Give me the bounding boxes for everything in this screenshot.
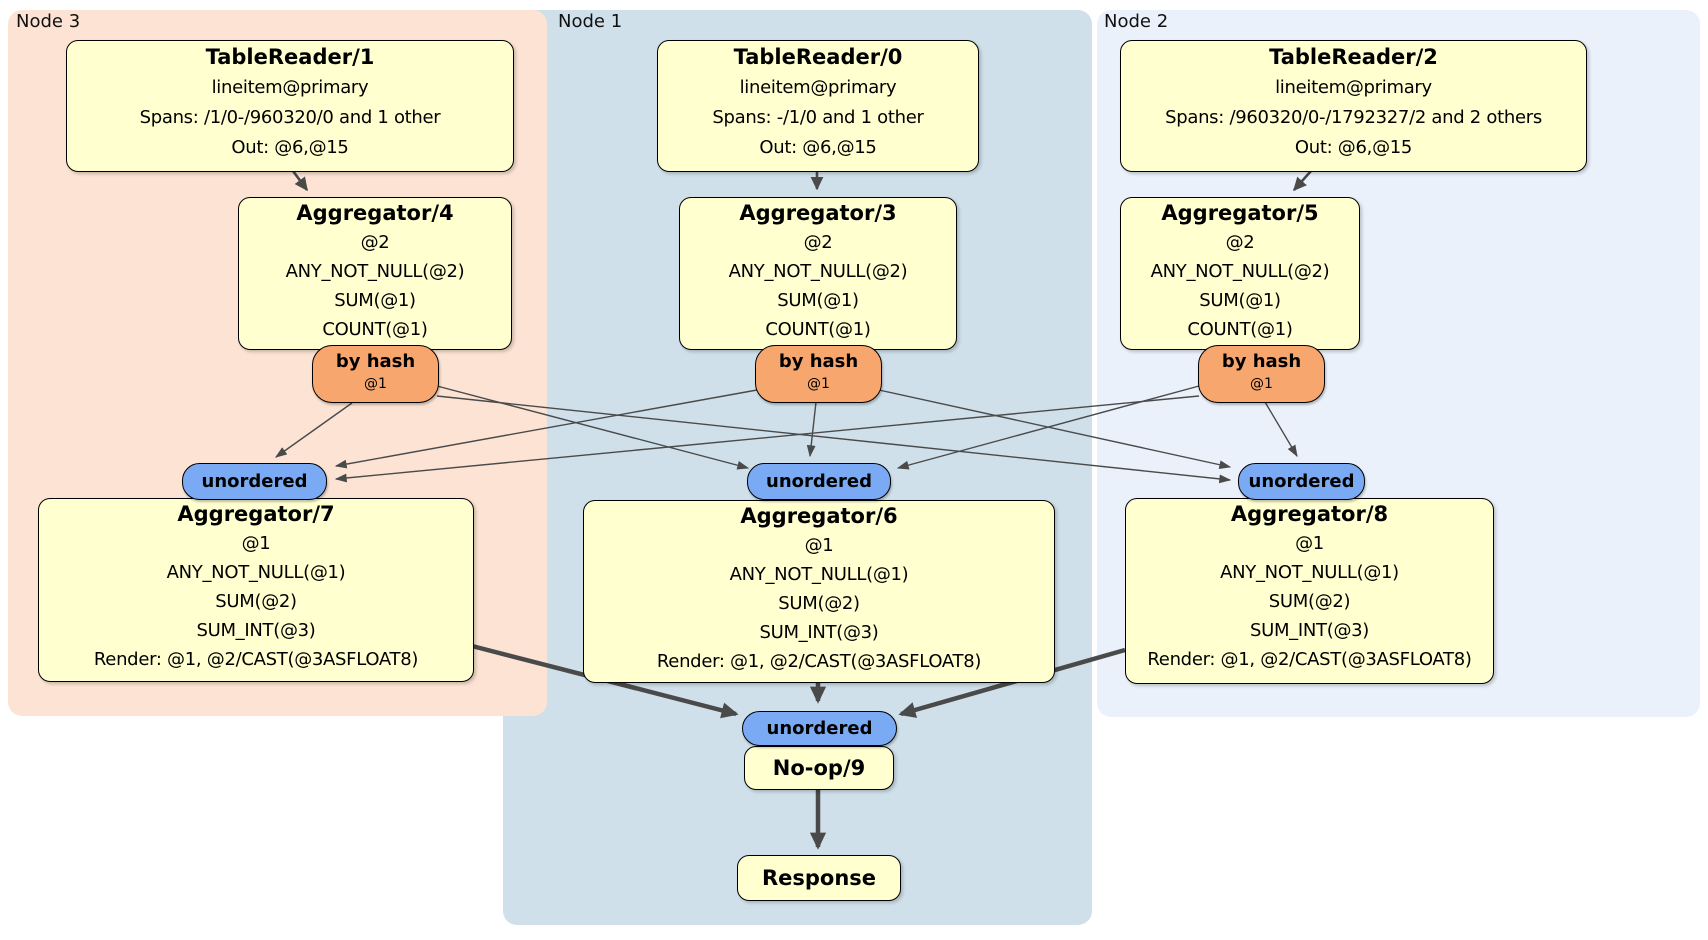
processor-box-aggregator-5: Aggregator/5 @2 ANY_NOT_NULL(@2) SUM(@1)… xyxy=(1120,197,1360,350)
processor-title: Aggregator/5 xyxy=(1161,201,1319,225)
processor-detail-line: ANY_NOT_NULL(@2) xyxy=(285,261,465,282)
processor-box-tablereader-1: TableReader/1 lineitem@primary Spans: /1… xyxy=(66,40,514,172)
processor-box-tablereader-2: TableReader/2 lineitem@primary Spans: /9… xyxy=(1120,40,1587,172)
processor-detail-line: ANY_NOT_NULL(@1) xyxy=(729,564,909,585)
processor-detail-line: Render: @1, @2/CAST(@3ASFLOAT8) xyxy=(1147,649,1472,670)
processor-title: TableReader/0 xyxy=(733,45,903,69)
processor-detail-line: SUM(@1) xyxy=(334,290,416,311)
processor-detail-line: SUM(@1) xyxy=(1199,290,1281,311)
processor-detail-line: ANY_NOT_NULL(@2) xyxy=(1150,261,1330,282)
processor-title: Response xyxy=(761,866,877,890)
processor-box-tablereader-0: TableReader/0 lineitem@primary Spans: -/… xyxy=(657,40,979,172)
processor-title: No-op/9 xyxy=(772,756,866,780)
processor-detail-line: lineitem@primary xyxy=(1275,77,1432,98)
router-label: by hash xyxy=(778,351,859,372)
processor-title: Aggregator/8 xyxy=(1230,502,1389,526)
processor-detail-line: Out: @6,@15 xyxy=(231,137,349,158)
region-label-node3: Node 3 xyxy=(16,11,81,32)
processor-box-aggregator-7: Aggregator/7 @1 ANY_NOT_NULL(@1) SUM(@2)… xyxy=(38,498,474,682)
stream-unordered-node2: unordered xyxy=(1238,463,1365,500)
router-sub: @1 xyxy=(364,376,387,392)
processor-detail-line: SUM(@1) xyxy=(777,290,859,311)
processor-detail-line: SUM(@2) xyxy=(778,593,860,614)
router-label: by hash xyxy=(1221,351,1302,372)
router-sub: @1 xyxy=(807,376,830,392)
response-box: Response xyxy=(737,855,901,901)
router-sub: @1 xyxy=(1250,376,1273,392)
processor-box-aggregator-8: Aggregator/8 @1 ANY_NOT_NULL(@1) SUM(@2)… xyxy=(1125,498,1494,684)
router-by-hash-node3: by hash @1 xyxy=(312,345,439,403)
processor-detail-line: Render: @1, @2/CAST(@3ASFLOAT8) xyxy=(93,649,419,670)
processor-title: Aggregator/7 xyxy=(177,502,335,526)
processor-box-aggregator-3: Aggregator/3 @2 ANY_NOT_NULL(@2) SUM(@1)… xyxy=(679,197,957,350)
processor-title: TableReader/2 xyxy=(1269,45,1438,69)
processor-detail-line: ANY_NOT_NULL(@1) xyxy=(1220,562,1399,583)
processor-title: Aggregator/6 xyxy=(740,504,898,528)
region-label-node2: Node 2 xyxy=(1104,11,1169,32)
router-by-hash-node1: by hash @1 xyxy=(755,345,882,403)
stream-label: unordered xyxy=(201,471,308,492)
processor-detail-line: Render: @1, @2/CAST(@3ASFLOAT8) xyxy=(656,651,982,672)
processor-detail-line: ANY_NOT_NULL(@2) xyxy=(728,261,908,282)
processor-detail-line: ANY_NOT_NULL(@1) xyxy=(166,562,346,583)
processor-box-aggregator-6: Aggregator/6 @1 ANY_NOT_NULL(@1) SUM(@2)… xyxy=(583,500,1055,683)
processor-title: Aggregator/3 xyxy=(739,201,897,225)
stream-label: unordered xyxy=(1248,471,1355,492)
processor-detail-line: SUM_INT(@3) xyxy=(1249,620,1370,641)
processor-title: TableReader/1 xyxy=(205,45,375,69)
processor-detail-line: @1 xyxy=(1295,533,1324,554)
stream-label: unordered xyxy=(766,718,873,739)
processor-title: Aggregator/4 xyxy=(296,201,454,225)
stream-unordered-node3: unordered xyxy=(182,463,327,500)
processor-detail-line: Spans: /960320/0-/1792327/2 and 2 others xyxy=(1165,107,1542,128)
region-label-node1: Node 1 xyxy=(558,11,623,32)
processor-detail-line: COUNT(@1) xyxy=(322,319,428,340)
processor-detail-line: Spans: /1/0-/960320/0 and 1 other xyxy=(139,107,441,128)
processor-detail-line: Spans: -/1/0 and 1 other xyxy=(712,107,924,128)
processor-detail-line: @2 xyxy=(1225,232,1255,253)
processor-detail-line: Out: @6,@15 xyxy=(1294,137,1413,158)
processor-detail-line: @1 xyxy=(804,535,834,556)
processor-detail-line: SUM_INT(@3) xyxy=(759,622,879,643)
processor-detail-line: @1 xyxy=(241,533,271,554)
processor-detail-line: lineitem@primary xyxy=(739,77,897,98)
processor-box-noop-9: No-op/9 xyxy=(744,746,894,790)
processor-detail-line: SUM_INT(@3) xyxy=(196,620,316,641)
processor-detail-line: COUNT(@1) xyxy=(765,319,871,340)
stream-label: unordered xyxy=(766,471,872,492)
processor-detail-line: @2 xyxy=(360,232,390,253)
router-by-hash-node2: by hash @1 xyxy=(1198,345,1325,403)
stream-unordered-node1: unordered xyxy=(747,463,891,500)
processor-detail-line: SUM(@2) xyxy=(1268,591,1351,612)
processor-detail-line: SUM(@2) xyxy=(215,591,297,612)
processor-detail-line: COUNT(@1) xyxy=(1187,319,1293,340)
processor-box-aggregator-4: Aggregator/4 @2 ANY_NOT_NULL(@2) SUM(@1)… xyxy=(238,197,512,350)
router-label: by hash xyxy=(335,351,416,372)
processor-detail-line: Out: @6,@15 xyxy=(759,137,877,158)
processor-detail-line: @2 xyxy=(803,232,833,253)
processor-detail-line: lineitem@primary xyxy=(211,77,369,98)
stream-unordered-final: unordered xyxy=(742,711,897,746)
